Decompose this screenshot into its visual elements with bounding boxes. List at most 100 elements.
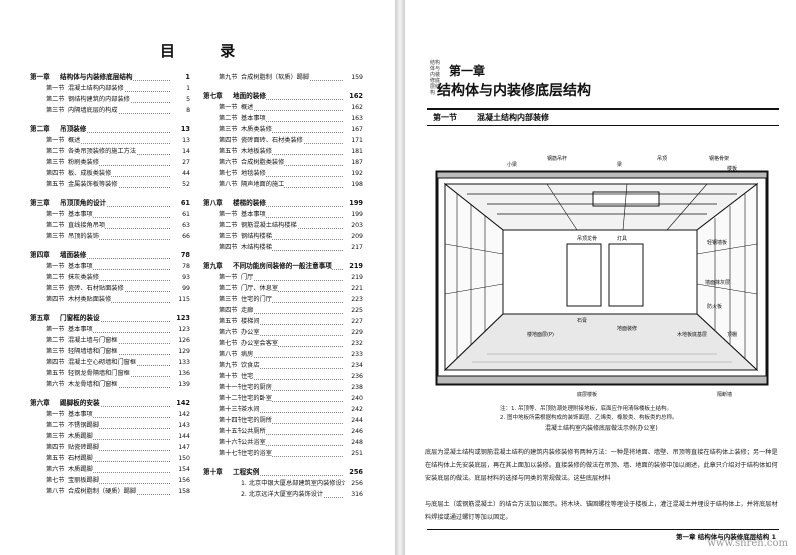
toc-entry-title: 宝丽板踢脚 <box>68 475 99 486</box>
page-footer: 第一章 结构体与内装修底层结构 1 <box>675 533 776 541</box>
toc-entry-title: 木质踢脚 <box>68 431 93 442</box>
toc-entry-page: 115 <box>172 294 190 305</box>
toc-entry-label: 第二节 <box>46 220 65 231</box>
toc-entry-label: 第四节 <box>219 135 238 146</box>
figure-note-2: 2. 图中地板所需根据构成的装饰面层、乙烯类、橡胶类、构板类的总称。 <box>500 415 678 421</box>
toc-entry-page: 129 <box>172 346 190 357</box>
toc-entry-label: 第一节 <box>219 209 238 220</box>
toc-entry-label: 第十三节 <box>219 404 244 415</box>
toc-leader-dots <box>241 346 343 347</box>
toc-entry-label: 第二节 <box>219 220 238 231</box>
callout-fire-board: 防火板 <box>707 303 722 310</box>
toc-entry-title: 基本事项 <box>241 113 266 124</box>
toc-entry-page: 123 <box>172 313 190 324</box>
toc-entry-title: 不锈钢踢脚 <box>68 420 99 431</box>
toc-entry-label: 第九节 <box>219 360 238 371</box>
toc-entry-page: 251 <box>345 448 363 459</box>
toc-leader-dots <box>68 483 170 484</box>
toc-entry-page: 199 <box>345 209 363 220</box>
toc-entry-title: 门窗框的装设 <box>60 313 100 324</box>
callout-sleeper: 木地板底基层 <box>677 331 707 338</box>
toc-entry-label: 第十七节 <box>219 448 244 459</box>
window-opening <box>608 243 644 307</box>
toc-entry-title: 木龙骨墙和门窗框 <box>68 379 118 390</box>
toc-entry-page: 236 <box>345 371 363 382</box>
toc-entry-page: 44 <box>172 168 190 179</box>
toc-entry-label: 第三节 <box>46 157 65 168</box>
